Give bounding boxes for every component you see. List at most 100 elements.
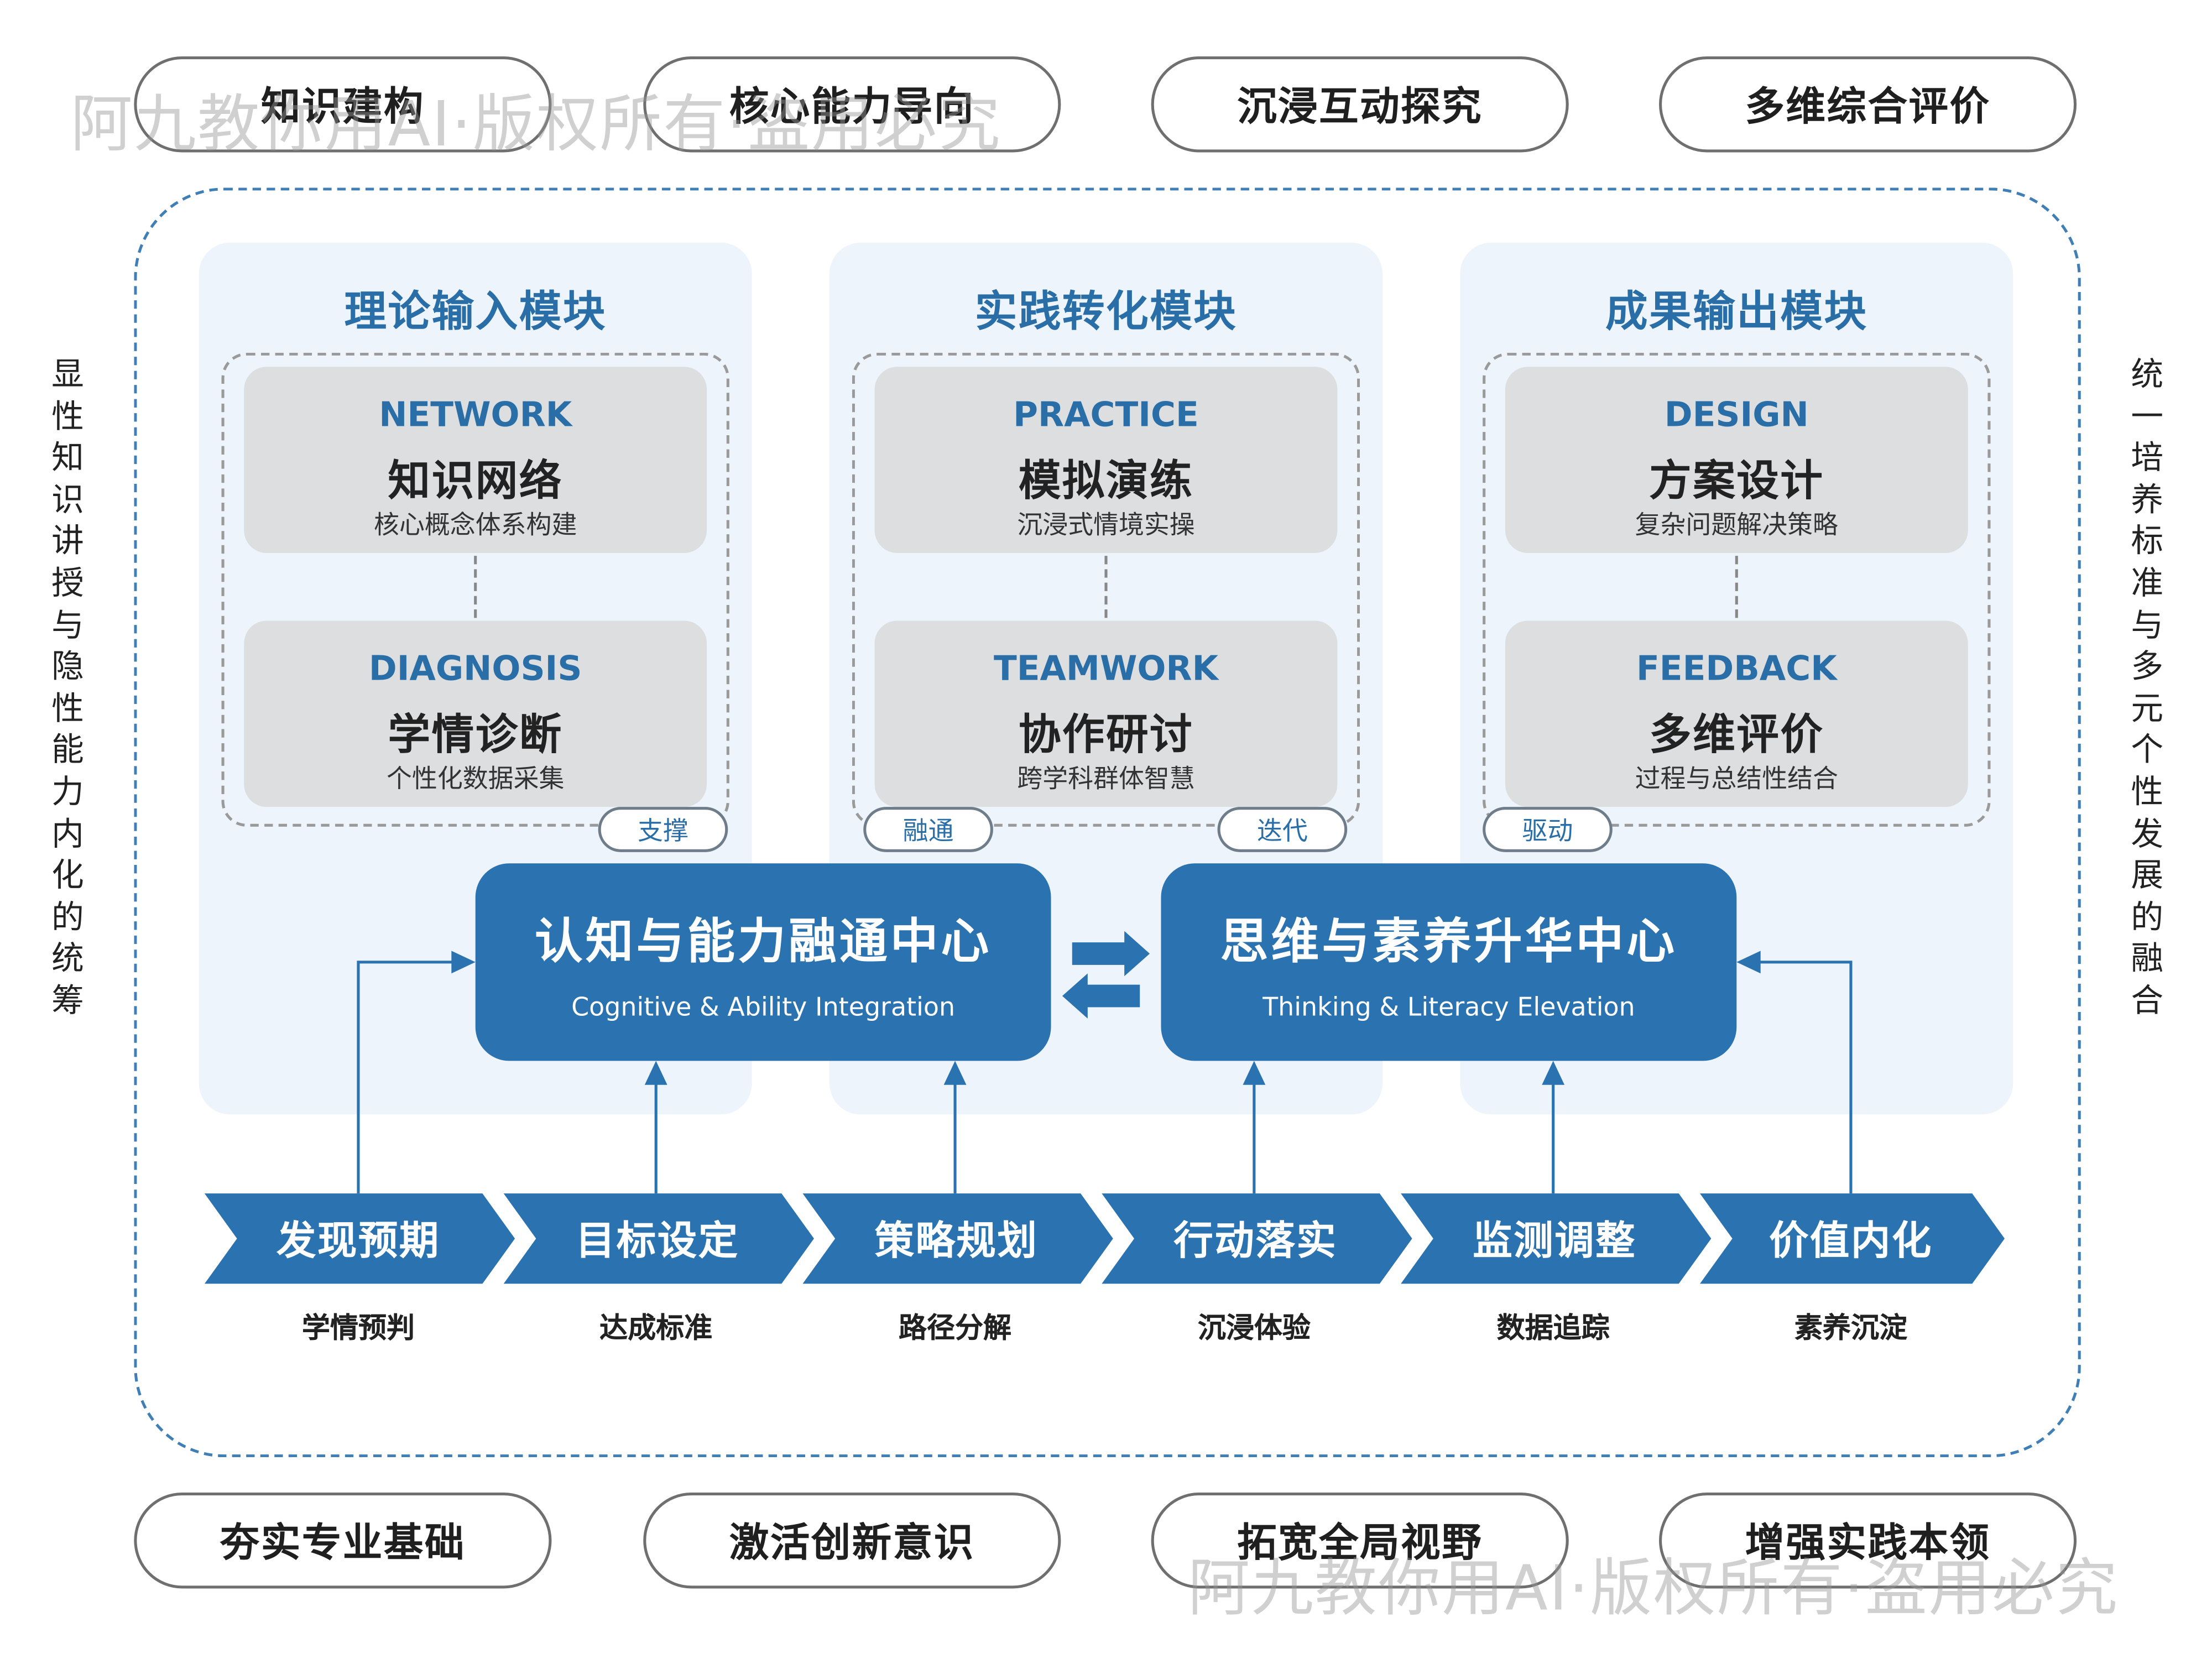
flow-line-value bbox=[1757, 961, 1853, 1194]
card-zh: 模拟演练 bbox=[1018, 457, 1194, 507]
card-sub: 核心概念体系构建 bbox=[374, 510, 577, 541]
arrow-right-icon bbox=[1072, 931, 1150, 977]
bottom-pill-4: 增强实践本领 bbox=[1659, 1492, 2077, 1589]
chevron-step-4 bbox=[1102, 1193, 1412, 1284]
card-sub: 沉浸式情境实操 bbox=[1017, 510, 1195, 541]
step-label: 价值内化 bbox=[1768, 1217, 1933, 1264]
tag-drive: 驱动 bbox=[1483, 807, 1613, 852]
bottom-pill-2: 激活创新意识 bbox=[643, 1492, 1061, 1589]
arrow-left-icon bbox=[1062, 973, 1140, 1019]
top-pill-4: 多维综合评价 bbox=[1659, 56, 2077, 153]
watermark-top: 阿九教你用AI·版权所有·盗用必究 bbox=[70, 88, 1002, 161]
card-en: TEAMWORK bbox=[993, 649, 1219, 688]
side-char: 元 bbox=[2131, 691, 2163, 728]
card-zh: 学情诊断 bbox=[388, 711, 563, 760]
hub-cognitive-ability: 认知与能力融通中心 Cognitive & Ability Integratio… bbox=[475, 863, 1051, 1061]
side-char: 一 bbox=[2131, 398, 2163, 436]
module-group bbox=[221, 352, 729, 827]
side-char: 性 bbox=[51, 398, 84, 436]
card-sub: 过程与总结性结合 bbox=[1635, 764, 1838, 795]
arrowhead-icon bbox=[943, 1061, 967, 1085]
side-char: 显 bbox=[51, 357, 84, 394]
side-char: 培 bbox=[2131, 440, 2163, 477]
top-pill-1: 知识建构 bbox=[134, 56, 552, 153]
tag-integrate: 融通 bbox=[863, 807, 993, 852]
side-char: 的 bbox=[2131, 899, 2163, 937]
card-feedback: FEEDBACK 多维评价 过程与总结性结合 bbox=[1505, 620, 1968, 807]
side-char: 展 bbox=[2131, 858, 2163, 895]
watermark-bottom: 阿九教你用AI·版权所有·盗用必究 bbox=[1187, 1553, 2119, 1625]
side-char: 化 bbox=[51, 858, 84, 895]
hub-title: 思维与素养升华中心 bbox=[1220, 914, 1678, 971]
side-char: 内 bbox=[51, 816, 84, 853]
card-diagnosis: DIAGNOSIS 学情诊断 个性化数据采集 bbox=[244, 620, 707, 807]
step-sub: 数据追踪 bbox=[1496, 1310, 1610, 1345]
card-network: NETWORK 知识网络 核心概念体系构建 bbox=[244, 367, 707, 553]
panel-title: 理论输入模块 bbox=[344, 288, 607, 337]
chevron-step-3 bbox=[802, 1193, 1113, 1284]
dashed-frame bbox=[134, 187, 2081, 1458]
side-char: 知 bbox=[51, 440, 84, 477]
card-connector bbox=[1735, 556, 1738, 618]
hub-thinking-literacy: 思维与素养升华中心 Thinking & Literacy Elevation bbox=[1161, 863, 1737, 1061]
side-char: 发 bbox=[2131, 816, 2163, 853]
side-char: 个 bbox=[2131, 732, 2163, 770]
module-group bbox=[1483, 352, 1991, 827]
side-char: 性 bbox=[51, 691, 84, 728]
card-connector bbox=[474, 556, 477, 618]
step-label: 监测调整 bbox=[1473, 1217, 1637, 1264]
side-char: 性 bbox=[2131, 774, 2163, 811]
flow-line-discover bbox=[357, 961, 455, 1194]
panel-practice-transform: 实践转化模块 PRACTICE 模拟演练 沉浸式情境实操 TEAMWORK 协作… bbox=[830, 242, 1383, 1115]
card-en: DESIGN bbox=[1664, 395, 1809, 435]
module-group bbox=[852, 352, 1360, 827]
side-char: 养 bbox=[2131, 482, 2163, 519]
side-char: 合 bbox=[2131, 983, 2163, 1020]
card-practice: PRACTICE 模拟演练 沉浸式情境实操 bbox=[874, 367, 1338, 553]
hub-title: 认知与能力融通中心 bbox=[534, 914, 992, 971]
card-sub: 个性化数据采集 bbox=[386, 764, 565, 795]
arrowhead-icon bbox=[1243, 1061, 1266, 1085]
bottom-pill-3: 拓宽全局视野 bbox=[1151, 1492, 1569, 1589]
card-sub: 跨学科群体智慧 bbox=[1017, 764, 1195, 795]
card-zh: 多维评价 bbox=[1649, 711, 1824, 760]
left-side-label: 显性知识讲授与隐性能力内化的统筹 bbox=[39, 356, 96, 1024]
side-char: 隐 bbox=[51, 649, 84, 686]
side-char: 授 bbox=[51, 565, 84, 603]
tag-iterate: 迭代 bbox=[1217, 807, 1348, 852]
panel-title: 实践转化模块 bbox=[974, 288, 1238, 337]
chevron-step-2 bbox=[503, 1193, 814, 1284]
right-side-label: 统一培养标准与多元个性发展的融合 bbox=[2119, 356, 2176, 1024]
side-char: 与 bbox=[2131, 607, 2163, 644]
top-pill-3: 沉浸互动探究 bbox=[1151, 56, 1569, 153]
panel-title: 成果输出模块 bbox=[1605, 288, 1868, 337]
side-char: 多 bbox=[2131, 649, 2163, 686]
chevron-step-1 bbox=[204, 1193, 515, 1284]
card-zh: 协作研讨 bbox=[1018, 711, 1194, 760]
chevron-step-5 bbox=[1401, 1193, 1712, 1284]
card-sub: 复杂问题解决策略 bbox=[1635, 510, 1838, 541]
bottom-pill-1: 夯实专业基础 bbox=[134, 1492, 552, 1589]
step-label: 策略规划 bbox=[874, 1217, 1039, 1264]
side-char: 准 bbox=[2131, 565, 2163, 603]
side-char: 标 bbox=[2131, 524, 2163, 561]
step-label: 目标设定 bbox=[575, 1217, 739, 1264]
side-char: 与 bbox=[51, 607, 84, 644]
side-char: 的 bbox=[51, 899, 84, 937]
step-sub: 路径分解 bbox=[899, 1310, 1012, 1345]
arrowhead-icon bbox=[451, 951, 476, 974]
card-connector bbox=[1104, 556, 1108, 618]
side-char: 讲 bbox=[51, 524, 84, 561]
arrowhead-icon bbox=[1736, 951, 1761, 974]
card-en: DIAGNOSIS bbox=[368, 649, 582, 688]
card-en: FEEDBACK bbox=[1636, 649, 1837, 688]
card-zh: 知识网络 bbox=[388, 457, 563, 507]
tag-support: 支撑 bbox=[598, 807, 728, 852]
step-sub: 达成标准 bbox=[599, 1310, 713, 1345]
side-char: 筹 bbox=[51, 983, 84, 1020]
step-sub: 学情预判 bbox=[301, 1310, 415, 1345]
step-label: 行动落实 bbox=[1173, 1217, 1338, 1264]
hub-subtitle: Thinking & Literacy Elevation bbox=[1262, 993, 1635, 1023]
card-zh: 方案设计 bbox=[1649, 457, 1824, 507]
